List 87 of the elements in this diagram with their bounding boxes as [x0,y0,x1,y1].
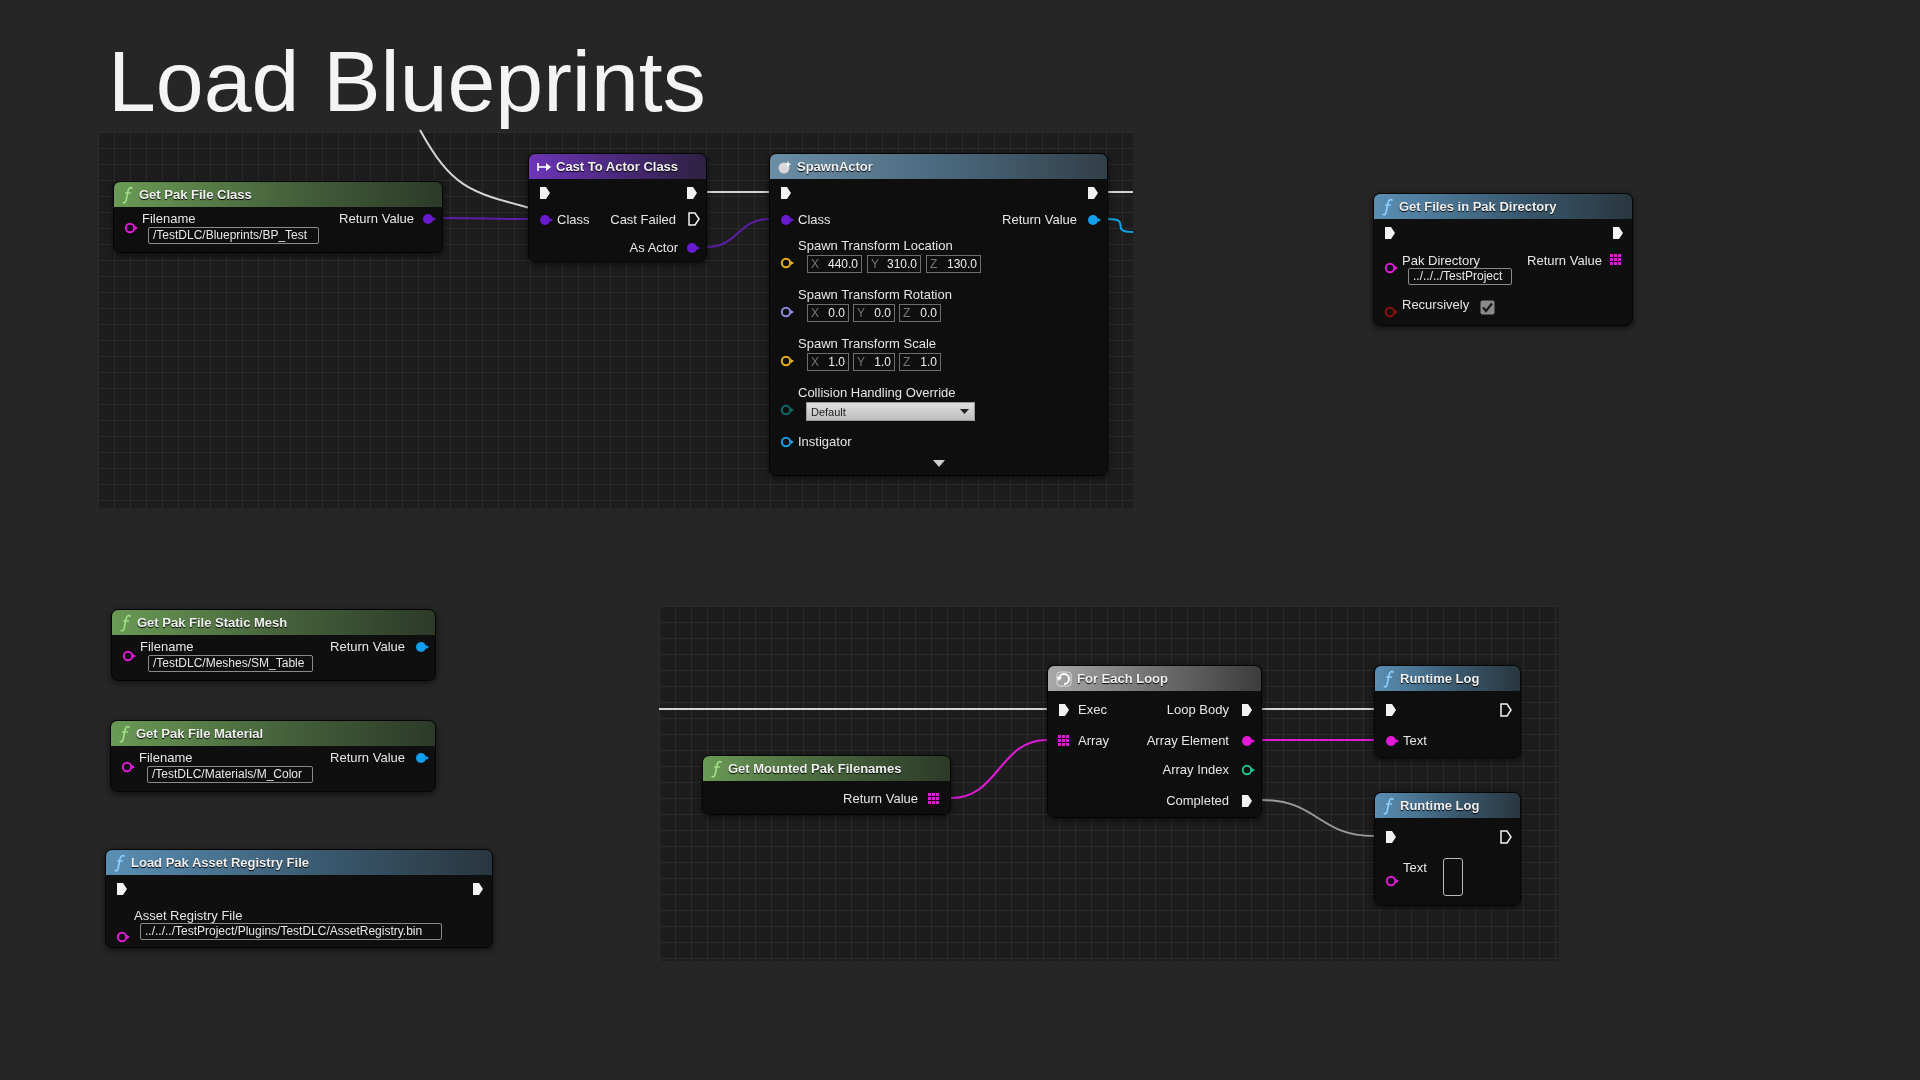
node-title: Load Pak Asset Registry File [131,855,309,870]
pin-label: Filename [142,211,196,226]
wire [1261,708,1375,710]
wire [1107,191,1134,193]
pin-label: Class [798,212,831,227]
field-value: 130.0 [946,257,977,272]
wire [1261,799,1375,837]
pin-label: Filename [140,639,194,654]
pin-label: Completed [1166,793,1229,808]
field-value: 0.0 [828,306,845,321]
pin-label: Pak Directory [1402,253,1481,268]
axis-label: Y [871,257,879,272]
wire [658,708,1048,710]
field-value: 310.0 [886,257,917,272]
axis-label: Z [903,355,911,370]
text-field: /TestDLC/Meshes/SM_Table [148,655,313,672]
pin-label: Exec [1078,702,1107,717]
field-value: 0.0 [920,306,937,321]
pin-label: Loop Body [1166,702,1229,717]
blueprint-node [702,755,951,815]
axis-label: X [811,306,819,321]
node-title: Get Pak File Static Mesh [137,615,288,630]
text-field: /TestDLC/Materials/M_Color [147,766,313,783]
pin-label: Return Value [1527,253,1602,268]
node-title: SpawnActor [797,159,873,174]
wire [1107,218,1134,233]
dropdown: Default [806,402,975,421]
axis-label: Z [930,257,938,272]
blueprint-node [1047,665,1262,818]
blueprint-node [1374,665,1521,758]
node-title: Get Mounted Pak Filenames [728,761,902,776]
blueprint-node [1374,792,1521,906]
axis-label: X [811,257,819,272]
pin-label: As Actor [629,240,678,255]
wire [706,191,770,193]
axis-label: Y [857,306,865,321]
pin-label: Class [557,212,590,227]
pin-label: Spawn Transform Scale [798,336,936,351]
pin-label: Collision Handling Override [798,385,956,400]
blueprint-node [113,181,443,253]
text-field: ../../../TestProject [1408,268,1512,285]
blueprint-node [110,720,436,792]
blueprint-node [769,153,1108,476]
wire [419,129,529,209]
pin-label: Filename [139,750,193,765]
pin-label: Asset Registry File [134,908,243,923]
wire [706,218,770,248]
wire [950,739,1048,799]
text-field: /TestDLC/Blueprints/BP_Test [148,227,319,244]
pin-label: Array [1078,733,1110,748]
pin-label: Return Value [1002,212,1077,227]
axis-label: X [811,355,819,370]
wire [442,217,529,220]
field-value: 1.0 [828,355,845,370]
pin-label: Cast Failed [610,212,676,227]
blueprint-node [528,153,707,262]
node-title: For Each Loop [1077,671,1168,686]
page-title: Load Blueprints [108,34,706,129]
node-title: Get Pak File Class [139,187,252,202]
blueprint-node [105,849,493,948]
axis-label: Y [857,355,865,370]
pin-label: Spawn Transform Location [798,238,953,253]
pin-label: Array Index [1162,762,1229,777]
pin-label: Return Value [339,211,414,226]
node-title: Runtime Log [1400,671,1480,686]
pin-label: Instigator [798,434,852,449]
node-title: Get Files in Pak Directory [1399,199,1557,214]
field-value: 1.0 [874,355,891,370]
pin-label: Text [1403,860,1427,875]
wire [1261,739,1375,741]
pin-label: Array Element [1146,733,1229,748]
pin-label: Recursively [1402,297,1470,312]
node-title: Get Pak File Material [136,726,264,741]
node-title: Runtime Log [1400,798,1480,813]
pin-label: Return Value [330,639,405,654]
text-field: ../../../TestProject/Plugins/TestDLC/AssetRegistry.bin [140,923,442,940]
pin-label: Text [1403,733,1427,748]
axis-label: Z [903,306,911,321]
pin-label: Return Value [843,791,918,806]
field-value: 440.0 [827,257,858,272]
pin-label: Return Value [330,750,405,765]
node-title: Cast To Actor Class [556,159,679,174]
field-value: 1.0 [920,355,937,370]
field-value: 0.0 [874,306,891,321]
blueprint-node [111,609,436,681]
pin-label: Spawn Transform Rotation [798,287,952,302]
blueprint-node [1373,193,1633,326]
